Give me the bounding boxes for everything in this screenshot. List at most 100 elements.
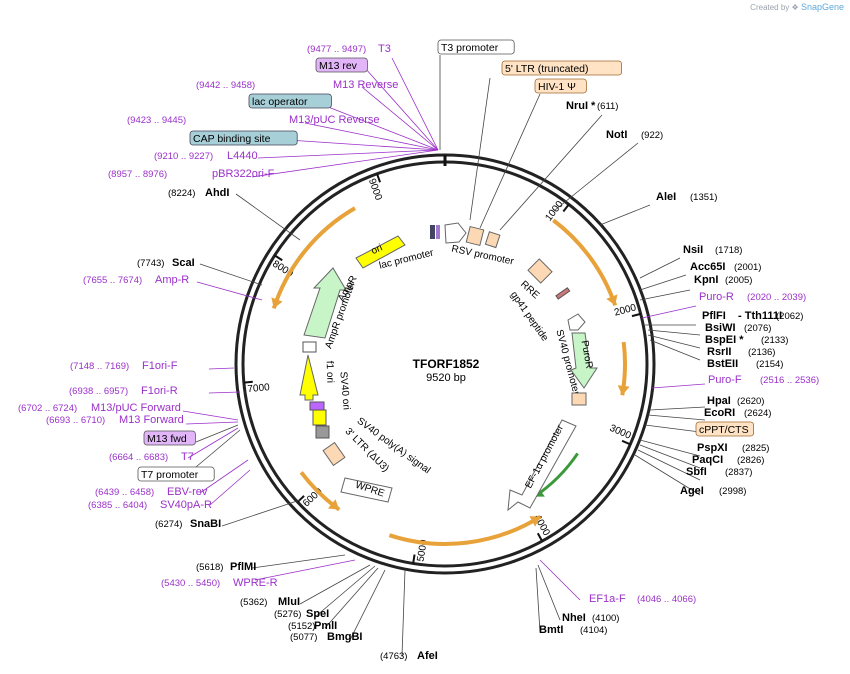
enzyme-label: NotI — [606, 129, 627, 141]
enzyme-label: PflFI — [702, 310, 726, 322]
enzyme-position: (2620) — [737, 396, 764, 407]
primer-name: F1ori-F — [142, 360, 178, 372]
boxed-label-text: CAP binding site — [193, 133, 271, 145]
leader-line — [647, 414, 706, 421]
leader-line — [254, 559, 356, 581]
ruler-label: 3000 — [608, 423, 633, 442]
primer-name: Puro-F — [708, 374, 742, 386]
leader-line — [314, 565, 376, 618]
primer-name: M13/pUC Reverse — [289, 114, 379, 126]
boxed-label-hiv-1- — [534, 78, 587, 94]
ruler-tick — [631, 312, 641, 318]
enzyme-position: (2624) — [744, 408, 771, 419]
feature-label-gp41: gp41 peptide — [508, 290, 550, 344]
leader-line — [639, 274, 687, 291]
primer-name: EF1a-F — [589, 593, 626, 605]
boxed-label-text: HIV-1 Ψ — [538, 81, 576, 93]
ruler-tick — [621, 439, 631, 446]
ruler-tick — [274, 254, 283, 262]
enzyme-label: AleI — [656, 191, 676, 203]
boxed-label-m13-fwd — [143, 430, 196, 446]
feature-label-puror: PuroR — [579, 340, 595, 370]
primer-range: (6693 .. 6710) — [46, 415, 105, 426]
enzyme-label: HpaI — [707, 395, 731, 407]
primer-range: (6385 .. 6404) — [88, 500, 147, 511]
primer-name: L4440 — [227, 150, 258, 162]
enzyme-position: (7743) — [137, 258, 164, 269]
enzyme-position: (2005) — [725, 275, 752, 286]
primer-range: (6664 .. 6683) — [109, 452, 168, 463]
enzyme-position: (5362) — [240, 597, 267, 608]
ef1a-promoter-arrow — [507, 419, 577, 512]
leader-line — [182, 410, 239, 421]
leader-line — [649, 406, 706, 411]
psi-block — [484, 231, 501, 249]
boxed-label-text: lac operator — [252, 96, 308, 108]
leader-line — [209, 469, 251, 506]
leader-line — [195, 424, 239, 443]
leader-line — [639, 439, 701, 457]
boxed-label-t7-promoter — [137, 466, 215, 482]
leader-line — [287, 139, 439, 151]
primer-name: WPRE-R — [233, 577, 278, 589]
sv40pa-block — [315, 425, 330, 439]
ruler-tick — [376, 173, 381, 183]
primer-range: (6439 .. 6458) — [95, 487, 154, 498]
leader-line — [401, 569, 406, 657]
lac-promoter-mark — [436, 225, 440, 239]
enzyme-position: (2998) — [719, 486, 746, 497]
primer-name: M13/pUC Forward — [91, 402, 181, 414]
leader-line — [199, 459, 249, 494]
leader-line — [251, 149, 439, 178]
boxed-label-cap-binding-site — [189, 130, 298, 146]
leader-line — [189, 429, 241, 473]
boxed-label-text: T3 promoter — [441, 42, 499, 54]
enzyme-label: PflMI — [230, 561, 256, 573]
leader-line — [479, 93, 541, 229]
leader-line — [647, 334, 701, 349]
ampr-orf-arc — [271, 206, 357, 309]
boxed-label-text: M13 fwd — [147, 433, 187, 445]
enzyme-label: NruI * — [566, 100, 596, 112]
enzyme-label: Acc65I — [690, 261, 725, 273]
leader-line — [637, 449, 701, 481]
enzyme-position: (4763) — [380, 651, 407, 662]
boxed-label-text: 5' LTR (truncated) — [505, 63, 589, 75]
enzyme-position: (2136) — [748, 347, 775, 358]
orf-arc-head — [529, 516, 541, 527]
boxed-label-lac-operator — [248, 93, 332, 109]
enzyme-position: (6274) — [155, 519, 182, 530]
boxed-label-cppt-cts — [695, 421, 754, 437]
primer-range: (2020 .. 2039) — [747, 292, 806, 303]
enzyme-position: (2062) — [776, 311, 803, 322]
credit-brand: SnapGene — [800, 2, 844, 12]
leader-line — [554, 142, 639, 211]
primer-range: (8957 .. 8976) — [108, 169, 167, 180]
f1ori-arrow — [299, 354, 319, 401]
gp41-mark — [555, 287, 571, 300]
enzyme-position: (5077) — [290, 632, 317, 643]
enzyme-label: NsiI — [683, 244, 703, 256]
ltr-arc — [552, 218, 618, 307]
enzyme-label: ScaI — [172, 257, 195, 269]
primer-range: (7655 .. 7674) — [83, 275, 142, 286]
leader-line — [317, 102, 439, 151]
enzyme-label: SpeI — [306, 608, 329, 620]
feature-label-ori: ori — [370, 242, 385, 257]
enzyme-position: (1351) — [690, 192, 717, 203]
boxed-label-text: M13 rev — [319, 60, 358, 72]
orf-arc — [388, 514, 542, 546]
leader-line — [644, 424, 701, 433]
snapgene-credit: Created by ❖ SnapGene — [750, 2, 844, 12]
primer-name: T7 — [181, 451, 194, 463]
enzyme-label: - Tth111I — [738, 310, 782, 322]
leader-line — [649, 339, 701, 361]
ruler-label: 9000 — [366, 177, 384, 202]
primer-range: (2516 .. 2536) — [760, 375, 819, 386]
leader-line — [634, 454, 701, 496]
primer-range: (9442 .. 9458) — [196, 80, 255, 91]
primer-range: (9423 .. 9445) — [127, 115, 186, 126]
sv40ori-marks — [309, 401, 325, 411]
enzyme-label: RsrII — [707, 346, 731, 358]
leader-line — [199, 263, 263, 286]
